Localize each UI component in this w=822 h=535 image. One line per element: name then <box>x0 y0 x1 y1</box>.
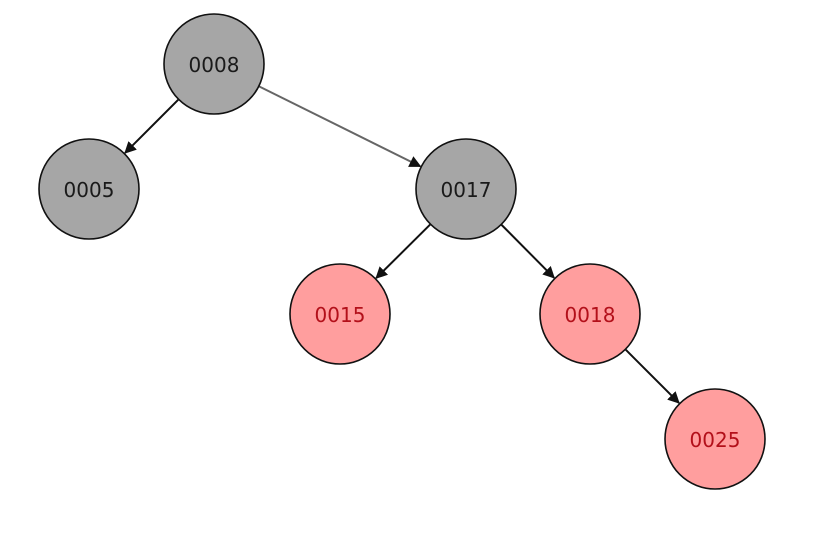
edge-0017-to-0018 <box>500 223 555 279</box>
tree-node-0005: 0005 <box>38 138 140 240</box>
edge-0008-to-0017 <box>258 85 422 168</box>
node-label: 0025 <box>690 428 741 452</box>
node-circle <box>415 138 517 240</box>
node-label: 0018 <box>565 303 616 327</box>
node-circle <box>539 263 641 365</box>
edges-layer <box>124 85 680 404</box>
tree-node-0008: 0008 <box>163 13 265 115</box>
node-label: 0015 <box>315 303 366 327</box>
edge-0018-to-0025 <box>624 348 680 404</box>
edge-0017-to-0015 <box>375 223 432 279</box>
node-circle <box>163 13 265 115</box>
node-circle <box>289 263 391 365</box>
edge-0008-to-0005 <box>124 98 180 154</box>
tree-node-0017: 0017 <box>415 138 517 240</box>
nodes-layer: 0008 0005 0017 0015 0018 0025 <box>38 13 766 490</box>
tree-node-0025: 0025 <box>664 388 766 490</box>
node-label: 0008 <box>189 53 240 77</box>
node-label: 0005 <box>64 178 115 202</box>
node-circle <box>38 138 140 240</box>
tree-node-0015: 0015 <box>289 263 391 365</box>
tree-node-0018: 0018 <box>539 263 641 365</box>
node-circle <box>664 388 766 490</box>
node-label: 0017 <box>441 178 492 202</box>
